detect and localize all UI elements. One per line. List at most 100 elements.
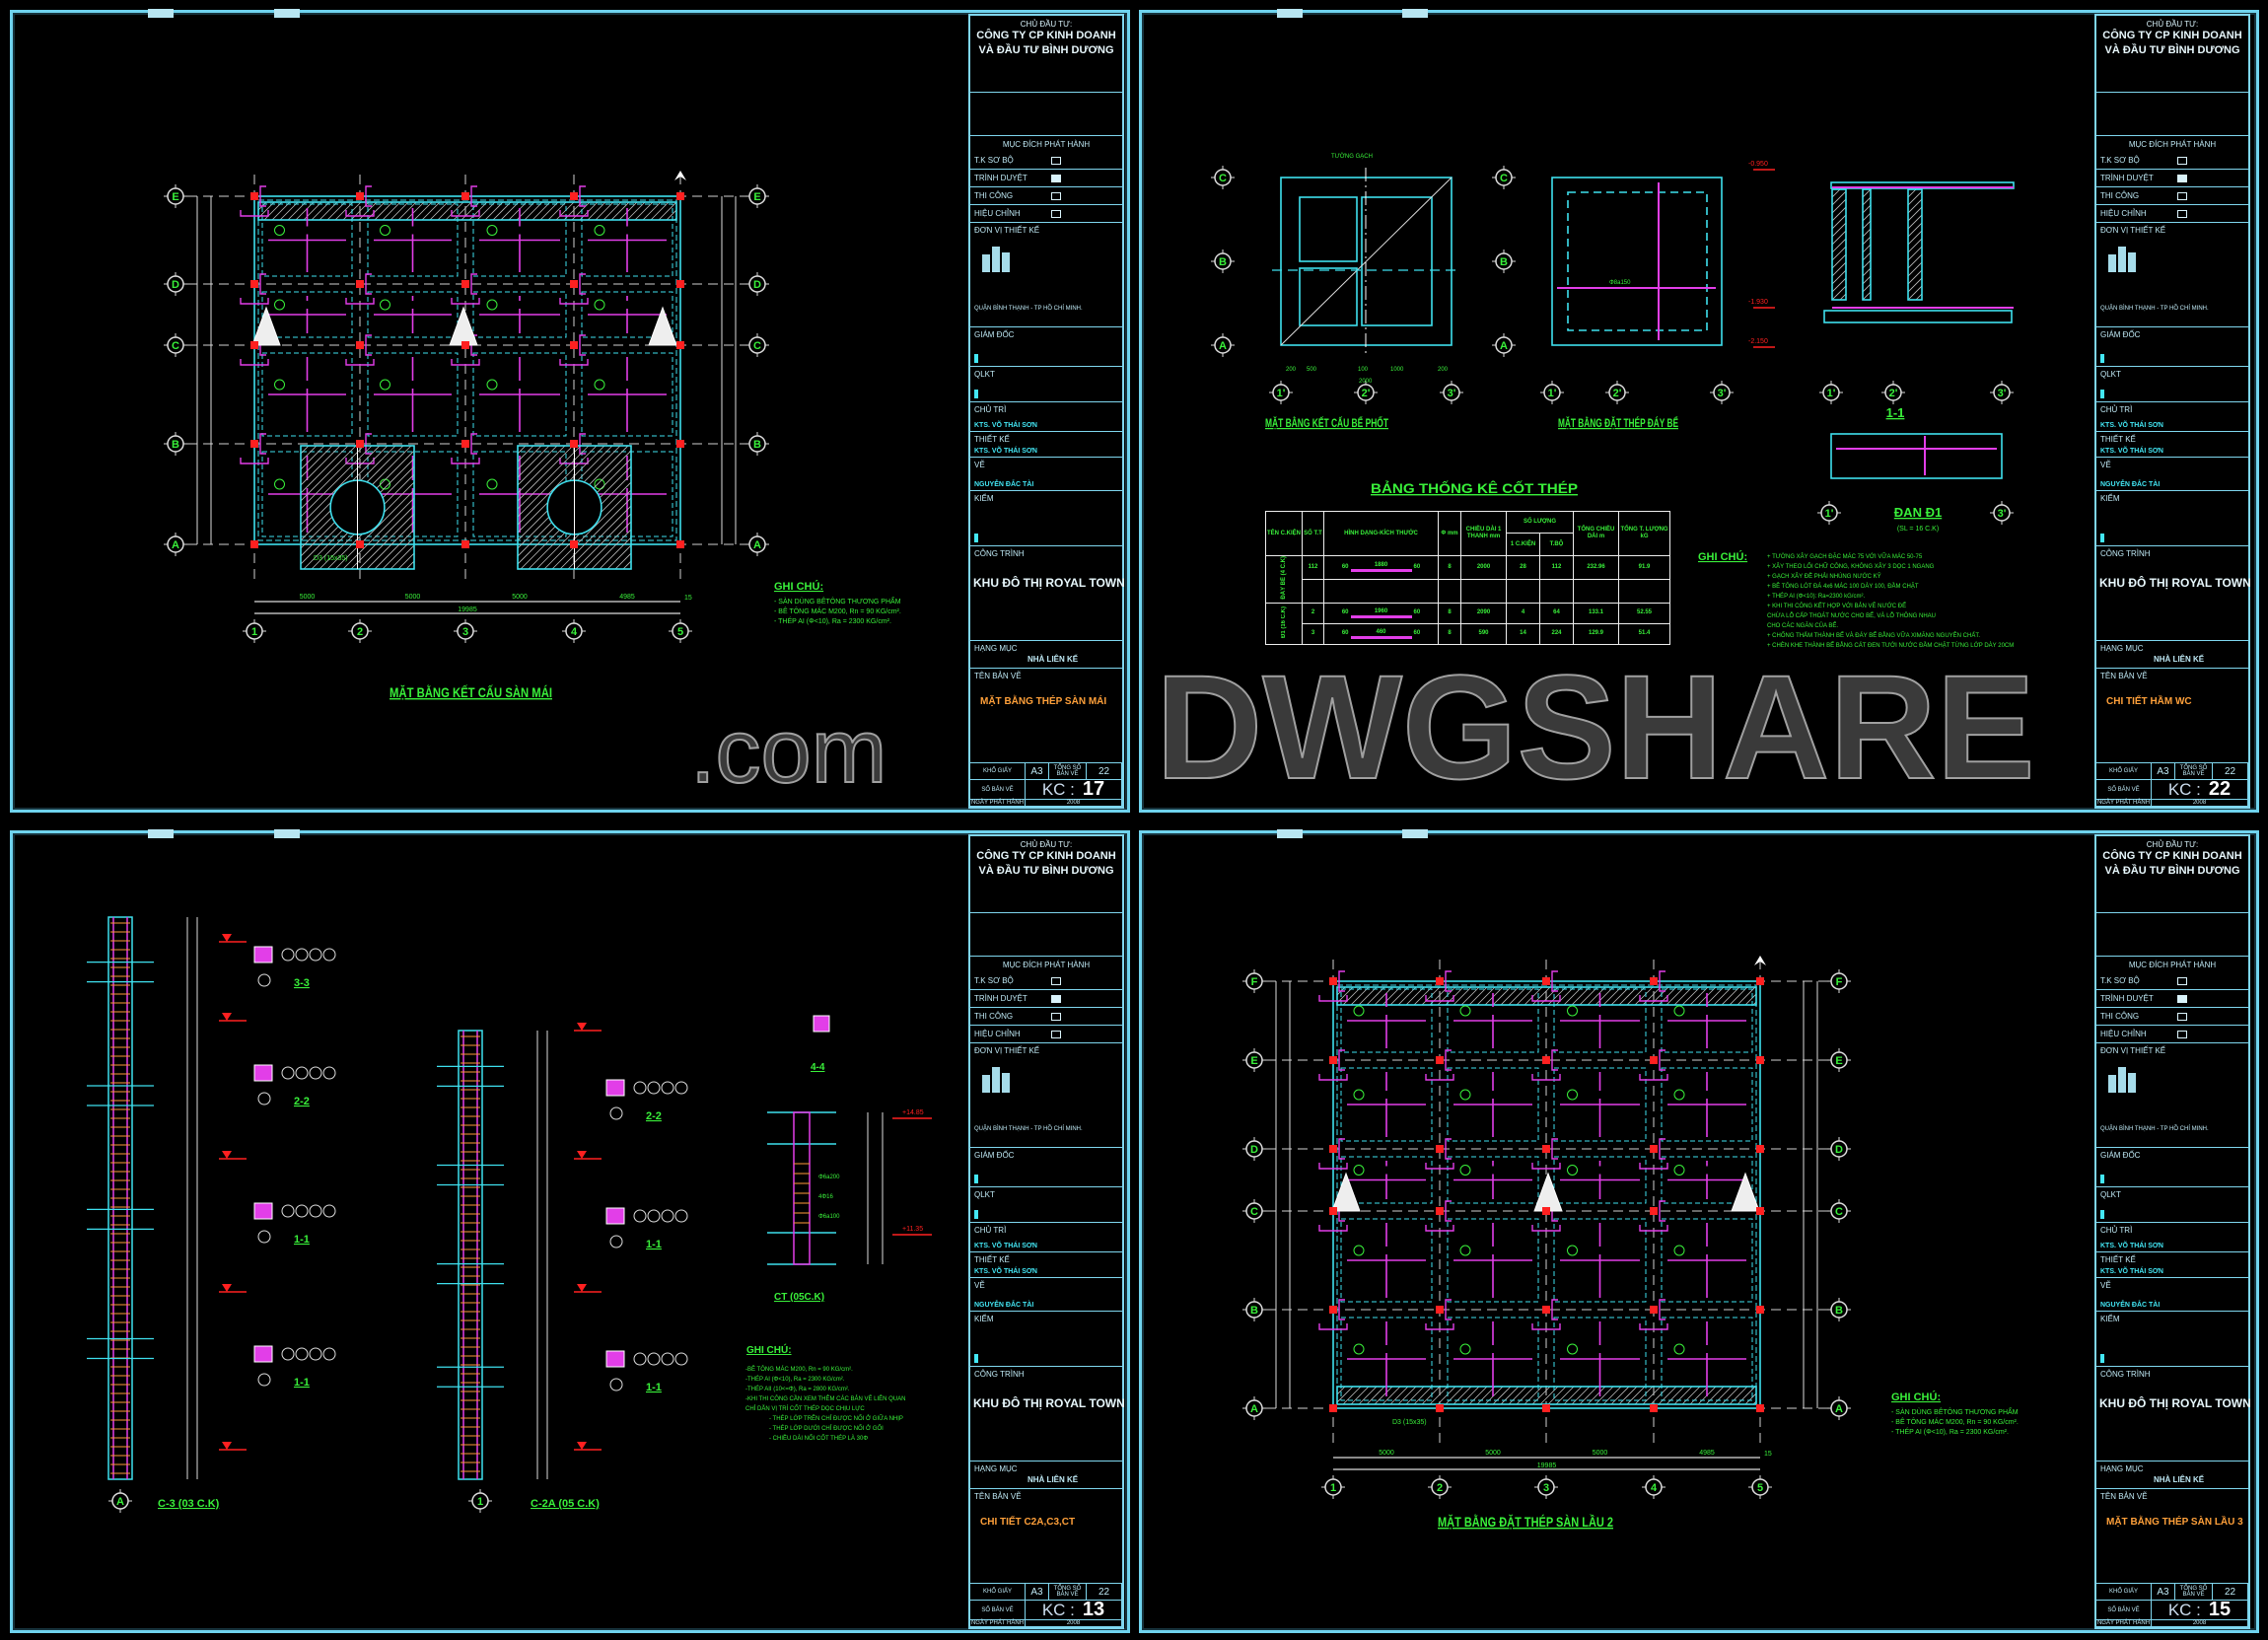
rebar-mark bbox=[1567, 1005, 1578, 1017]
hatch-line bbox=[650, 202, 670, 220]
hatch-line bbox=[587, 202, 606, 220]
axis-bubble-A: A bbox=[1250, 1403, 1258, 1415]
hatch-line bbox=[1421, 987, 1441, 1005]
shape-length: 460 bbox=[1350, 629, 1412, 639]
role-label: THIẾT KẾ bbox=[2100, 435, 2136, 444]
hatch-line bbox=[1337, 987, 1346, 996]
axis-bubble: A bbox=[116, 1496, 124, 1508]
signature-mark bbox=[974, 354, 978, 363]
table-cell-dia: 8 bbox=[1438, 555, 1461, 580]
paper-size: A3 bbox=[2152, 763, 2175, 780]
checkbox-icon bbox=[1051, 1031, 1061, 1038]
dimension-text: 5000 bbox=[1593, 1450, 1608, 1457]
axis-bubble: 3' bbox=[1998, 388, 2007, 399]
ct-rebar-label: Φ6a200 bbox=[818, 1175, 840, 1180]
sheet-number-value: 15 bbox=[2208, 1599, 2232, 1620]
stair-void bbox=[1331, 1172, 1361, 1212]
purpose-option-label: T.K SƠ BỘ bbox=[974, 976, 1014, 985]
rebar-top bbox=[1425, 995, 1454, 1002]
purpose-option-label: T.K SƠ BỘ bbox=[2100, 976, 2140, 985]
rebar-mark bbox=[274, 299, 285, 311]
hatch-line bbox=[1832, 198, 1846, 214]
drawing-name-label: TÊN BẢN VẼ bbox=[2100, 672, 2148, 680]
signature-mark bbox=[2100, 390, 2104, 398]
purpose-option-label: T.K SƠ BỘ bbox=[974, 156, 1014, 165]
hatch-line bbox=[342, 497, 414, 569]
table-cell-shape bbox=[1323, 578, 1439, 604]
rebar-top bbox=[579, 433, 586, 455]
column-marker bbox=[1542, 977, 1550, 985]
axis-bubble-D: D bbox=[172, 279, 179, 291]
slab-count: (SL = 16 C.K) bbox=[1897, 526, 1939, 533]
shape-length: 1960 bbox=[1350, 608, 1412, 618]
ct-rebar-label: 4Φ16 bbox=[818, 1194, 833, 1200]
section-col1-label: 3-3 bbox=[294, 977, 310, 989]
note-line: + XÂY THEO LỐI CHỮ CÔNG, KHÔNG XÂY 3 DỌC… bbox=[1767, 563, 1935, 570]
table-subheader: 1 C.KIỆN bbox=[1506, 533, 1540, 556]
rebar-top bbox=[1445, 970, 1452, 992]
rebar-top bbox=[1659, 1138, 1666, 1160]
rebar-callout bbox=[674, 1081, 688, 1095]
axis-bubble-A: A bbox=[753, 539, 761, 551]
purpose-option: TRÌNH DUYỆT bbox=[2096, 170, 2248, 187]
column-marker bbox=[1329, 1404, 1337, 1412]
rebar-callout bbox=[295, 1066, 309, 1080]
hatch-line bbox=[1681, 1387, 1701, 1404]
dimension-text: 5000 bbox=[300, 594, 316, 601]
note-line: - BÊ TÔNG MÁC M200, Rn = 90 KG/cm². bbox=[774, 606, 901, 615]
table-cell-no: 2 bbox=[1302, 602, 1324, 624]
rebar-mark bbox=[486, 379, 498, 391]
hatch-line bbox=[1602, 987, 1622, 1005]
purpose-option: TRÌNH DUYỆT bbox=[970, 990, 1122, 1008]
column-marker bbox=[250, 440, 258, 448]
hatch-line bbox=[326, 202, 346, 220]
table-cell-length: 2090 bbox=[1460, 602, 1507, 624]
role-label: QLKT bbox=[2100, 1190, 2121, 1199]
category-label: HẠNG MỤC bbox=[2100, 1464, 2144, 1473]
hatch-line bbox=[602, 202, 622, 220]
purpose-option: HIỆU CHỈNH bbox=[970, 205, 1122, 223]
sheet-number-value: 22 bbox=[2208, 778, 2232, 800]
hatch-line bbox=[358, 513, 414, 569]
rebar-top bbox=[1639, 995, 1668, 1002]
hatch-line bbox=[595, 202, 614, 220]
client-name: CÔNG TY CP KINH DOANH bbox=[2102, 30, 2242, 41]
role-name: NGUYỄN ĐẮC TÀI bbox=[974, 1302, 1034, 1309]
sheet-number-value: 17 bbox=[1082, 778, 1105, 800]
rebar-top bbox=[1639, 1225, 1668, 1232]
sheet-prefix: KC : bbox=[1041, 779, 1075, 799]
rebar-top bbox=[1659, 1049, 1666, 1071]
date-label: NGÀY PHÁT HÀNH bbox=[970, 1620, 1026, 1627]
sheet-info: KHỔ GIẤY A3 TỔNG SỐ BẢN VẼ 22 SỐ BẢN VẼ … bbox=[2096, 1584, 2248, 1627]
hatch-line bbox=[1437, 1387, 1456, 1404]
rebar-mark bbox=[594, 299, 605, 311]
label-bg bbox=[1683, 1166, 1717, 1175]
hatch-line bbox=[1389, 987, 1409, 1005]
ct-title: CT (05C.K) bbox=[774, 1292, 824, 1303]
wall-label: TƯỜNG GẠCH bbox=[1331, 153, 1373, 160]
rebar-mark bbox=[274, 478, 285, 490]
section-col1-box bbox=[253, 1345, 273, 1363]
label-bg bbox=[389, 301, 423, 309]
hatch-line bbox=[1681, 987, 1701, 1005]
hatch-border bbox=[257, 201, 677, 221]
axis-bubble-2: 2 bbox=[357, 626, 363, 638]
label-bg bbox=[1576, 1007, 1610, 1015]
role-row: QLKT bbox=[970, 1187, 1122, 1223]
sheet-info: KHỔ GIẤY A3 TỔNG SỐ BẢN VẼ 22 SỐ BẢN VẼ … bbox=[970, 1584, 1122, 1627]
shape-length: 1880 bbox=[1350, 562, 1412, 573]
project-label: CÔNG TRÌNH bbox=[2100, 549, 2151, 558]
blank-cell bbox=[970, 93, 1122, 136]
column-marker bbox=[1650, 977, 1658, 985]
rebar-callout bbox=[322, 948, 336, 962]
sheet-number-value: 13 bbox=[1082, 1599, 1105, 1620]
rebar-callout bbox=[609, 1106, 623, 1120]
section-col2-box bbox=[605, 1079, 625, 1097]
axis-bubble-F: F bbox=[1251, 976, 1258, 988]
note-line: - SÀN DÙNG BÊTÔNG THƯƠNG PHẨM bbox=[1891, 1407, 2019, 1416]
rebar-mark bbox=[1567, 1089, 1578, 1101]
